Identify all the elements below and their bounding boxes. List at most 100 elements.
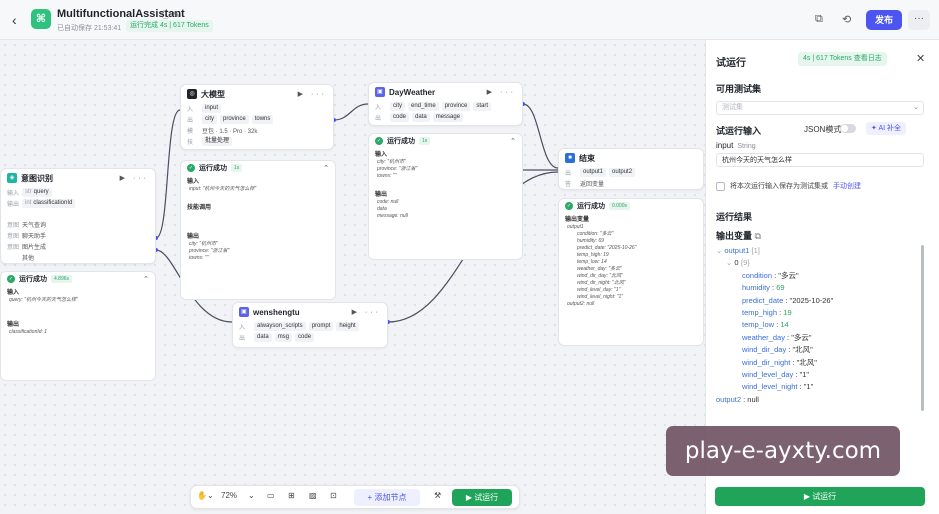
publish-button[interactable]: 发布 — [866, 10, 902, 30]
top-bar: ‹ ⌘ MultifunctionalAssistant ⓘ ✎ 已自动保存 2… — [0, 0, 939, 40]
result-header: ✓ 运行成功 1s ⌃ — [181, 161, 335, 175]
result-line: humidity: 69 — [577, 238, 604, 244]
node-run-more-icon[interactable]: ▶ ··· — [351, 309, 381, 316]
zoom-chevron-icon[interactable]: ⌄ — [248, 491, 255, 500]
image-icon[interactable]: ▨ — [309, 491, 317, 500]
param-tag: msg — [274, 333, 293, 342]
testset-label: 可用测试集 — [716, 84, 762, 94]
dayweather-result-card: ✓ 运行成功 1s ⌃ 输入 city: "杭州市" province: "浙江… — [368, 133, 523, 260]
more-menu-icon[interactable]: ··· — [908, 10, 930, 30]
json-mode-toggle[interactable] — [840, 124, 856, 133]
result-output-line: towns: "" — [189, 255, 209, 261]
node-run-more-icon[interactable]: ▶ ··· — [119, 175, 149, 182]
manual-create-link[interactable]: 手动创建 — [833, 183, 861, 190]
back-arrow-icon[interactable]: ‹ — [12, 12, 17, 28]
tree-item[interactable]: ⌄ 0 {9} — [726, 258, 750, 268]
result-line: wind_level_day: "1" — [577, 287, 621, 293]
result-status: 运行成功 — [387, 138, 415, 145]
plugin-icon: ▣ — [239, 307, 249, 317]
watermark: play-e-ayxty.com — [666, 426, 900, 476]
result-line: temp_high: 19 — [577, 252, 609, 258]
panel-run-button[interactable]: ▶ 试运行 — [715, 487, 925, 506]
zoom-level[interactable]: 72% — [221, 491, 238, 500]
output-tree: ⌄ output1 [1] ⌄ 0 {9} condition : "多云" hu… — [716, 245, 924, 411]
copy-icon[interactable]: ⧉ — [754, 231, 761, 241]
collapse-icon[interactable]: ⌃ — [510, 138, 516, 145]
run-input-label: 试运行输入 — [716, 126, 762, 136]
param-tag: height — [336, 322, 359, 331]
result-line: output2: null — [567, 301, 595, 307]
param-tag: end_time — [408, 102, 439, 111]
save-testset-checkbox[interactable] — [716, 181, 725, 191]
ai-fill-button[interactable]: ✦ AI 补全 — [866, 122, 906, 135]
intent-option: 意图图片生成 — [1, 241, 155, 252]
tree-scrollbar[interactable] — [921, 245, 924, 411]
add-node-button[interactable]: + 添加节点 — [354, 489, 420, 506]
copy-icon[interactable]: ⧉ — [815, 13, 823, 25]
panel-run-label: 试运行 — [812, 492, 837, 501]
param-tag: message — [432, 113, 464, 122]
comment-icon[interactable]: ▭ — [267, 491, 275, 500]
result-input-line: province: "浙江省" — [377, 166, 418, 172]
node-run-more-icon[interactable]: ▶ ··· — [297, 91, 327, 98]
debug-icon[interactable]: ⚒ — [434, 491, 442, 500]
tree-field: condition : "多云" — [742, 270, 799, 280]
success-check-icon: ✓ — [375, 137, 383, 145]
result-output-label: 输出 — [375, 192, 388, 198]
tree-field: predict_date : "2025-10-26" — [742, 295, 834, 305]
test-run-button[interactable]: ▶ 试运行 — [452, 489, 512, 506]
testset-select[interactable]: 测试集 ⌄ — [716, 101, 924, 115]
result-header: ✓ 运行成功 4.896s ⌃ — [1, 272, 155, 286]
fit-view-icon[interactable]: ⊡ — [330, 491, 337, 500]
result-line: wind_level_night: "1" — [577, 294, 624, 300]
panel-title: 试运行 — [716, 58, 746, 69]
result-output-label: 输出 — [187, 234, 200, 240]
hand-tool-icon[interactable]: ✋⌄ — [197, 491, 214, 500]
tree-root[interactable]: ⌄ output1 [1] — [716, 246, 760, 255]
node-run-more-icon[interactable]: ▶ ··· — [486, 89, 516, 96]
param-tag: city — [390, 102, 405, 111]
result-header: ✓ 运行成功 0.000s — [559, 199, 703, 213]
param-tag: city — [202, 115, 217, 124]
param-tag: start — [473, 102, 492, 111]
result-output-line: province: "浙江省" — [189, 248, 230, 254]
result-input-line: city: "杭州市" — [377, 159, 406, 165]
input-value-field[interactable]: 杭州今天的天气怎么样 — [716, 153, 924, 167]
llm-node-title: 大模型 — [201, 89, 225, 99]
tree-field: wind_dir_night : "北风" — [742, 357, 817, 367]
run-status-badge[interactable]: 运行完成 4s | 617 Tokens — [126, 20, 213, 32]
param-tag: data — [412, 113, 430, 122]
layout-icon[interactable]: ⊞ — [288, 491, 295, 500]
json-mode-label: JSON模式 — [804, 125, 842, 134]
intent-option-other: 其他 — [22, 256, 35, 262]
dayweather-node-title: DayWeather — [389, 87, 436, 97]
ai-fill-label: AI 补全 — [878, 125, 901, 132]
result-status: 运行成功 — [19, 276, 47, 283]
close-icon[interactable]: ✕ — [916, 53, 926, 65]
info-edit-icons[interactable]: ⓘ ✎ — [161, 10, 181, 20]
test-run-label: 试运行 — [474, 493, 499, 502]
history-icon[interactable]: ⟲ — [842, 14, 852, 26]
success-check-icon: ✓ — [565, 202, 573, 210]
add-node-label: 添加节点 — [374, 493, 407, 502]
collapse-icon[interactable]: ⌃ — [323, 165, 329, 172]
app-logo-icon: ⌘ — [31, 9, 51, 29]
result-output-line: city: "杭州市" — [189, 241, 218, 247]
tree-field: temp_low : 14 — [742, 320, 789, 330]
result-line: wind_dir_night: "北风" — [577, 280, 626, 286]
tree-field: humidity : 69 — [742, 283, 785, 293]
collapse-icon[interactable]: ⌃ — [143, 276, 149, 283]
row-label: 意图 — [7, 234, 20, 240]
panel-run-badge[interactable]: 4s | 617 Tokens 查看日志 — [798, 52, 887, 66]
save-testset-text: 将本次运行输入保存为测试集或 — [730, 183, 828, 190]
